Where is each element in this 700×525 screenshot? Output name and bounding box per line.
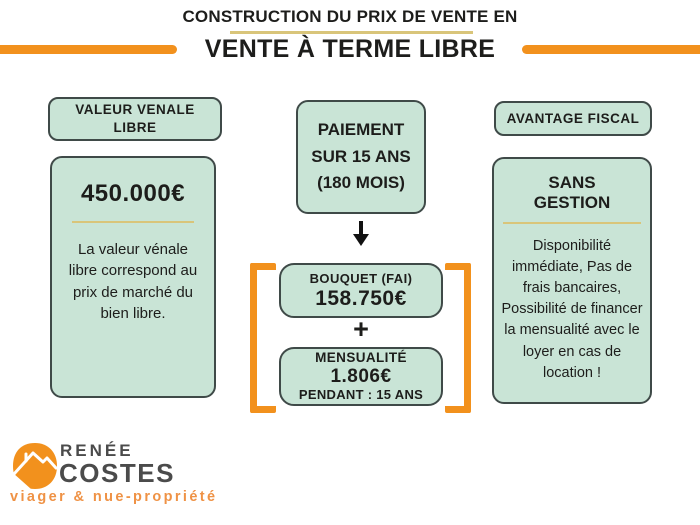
bouquet-box: BOUQUET (FAI) 158.750€ <box>279 263 443 318</box>
bouquet-label: BOUQUET (FAI) <box>309 270 413 286</box>
logo-name-line1: RENÉE <box>60 441 134 460</box>
mensualite-box: MENSUALITÉ 1.806€ PENDANT : 15 ANS <box>279 347 443 406</box>
paiement-line-1: PAIEMENT <box>317 120 405 140</box>
paiement-line-2: SUR 15 ANS <box>311 146 411 166</box>
valeur-venale-value: 450.000€ <box>80 180 186 207</box>
sans-gestion-divider <box>503 221 641 224</box>
renee-costes-logo: RENÉE COSTES viager & nue-propriété <box>10 440 230 510</box>
bouquet-value: 158.750€ <box>315 286 407 310</box>
left-bracket <box>250 263 276 413</box>
valeur-venale-description: La valeur vénale libre correspond au pri… <box>68 241 198 322</box>
header-left-orange-bar <box>0 45 177 54</box>
valeur-venale-box: 450.000€ La valeur vénale libre correspo… <box>50 156 216 398</box>
sans-gestion-heading: SANS GESTION <box>494 173 650 214</box>
page-title: VENTE À TERME LIBRE <box>204 35 496 63</box>
logo-name-line2: COSTES <box>59 458 175 488</box>
header-gold-underline <box>230 31 473 34</box>
header-subtitle: CONSTRUCTION DU PRIX DE VENTE EN <box>182 7 518 26</box>
sans-gestion-box: SANS GESTION Disponibilité immédiate, Pa… <box>492 157 652 404</box>
mensualite-duration: PENDANT : 15 ANS <box>298 386 424 402</box>
avantage-fiscal-badge: AVANTAGE FISCAL <box>494 101 652 136</box>
valeur-venale-badge-label: VALEUR VENALE LIBRE <box>75 102 195 135</box>
plus-sign: + <box>353 314 369 344</box>
header-right-orange-bar <box>522 45 700 54</box>
mensualite-value: 1.806€ <box>330 365 392 387</box>
avantage-fiscal-badge-label: AVANTAGE FISCAL <box>506 110 640 126</box>
logo-tagline: viager & nue-propriété <box>10 489 218 505</box>
avantages-description: Disponibilité immédiate, Pas de frais ba… <box>501 237 643 381</box>
paiement-line-3: (180 MOIS) <box>317 173 405 193</box>
valeur-venale-divider <box>72 221 194 223</box>
sans-gestion-heading-line2: GESTION <box>533 193 611 213</box>
house-logo-icon <box>12 442 58 495</box>
mensualite-label: MENSUALITÉ <box>315 350 407 366</box>
valeur-venale-badge: VALEUR VENALE LIBRE <box>48 97 222 141</box>
sans-gestion-heading-line1: SANS <box>548 173 596 192</box>
paiement-box: PAIEMENT SUR 15 ANS (180 MOIS) <box>296 100 426 214</box>
right-bracket <box>445 263 471 413</box>
down-arrow-icon <box>296 221 426 251</box>
